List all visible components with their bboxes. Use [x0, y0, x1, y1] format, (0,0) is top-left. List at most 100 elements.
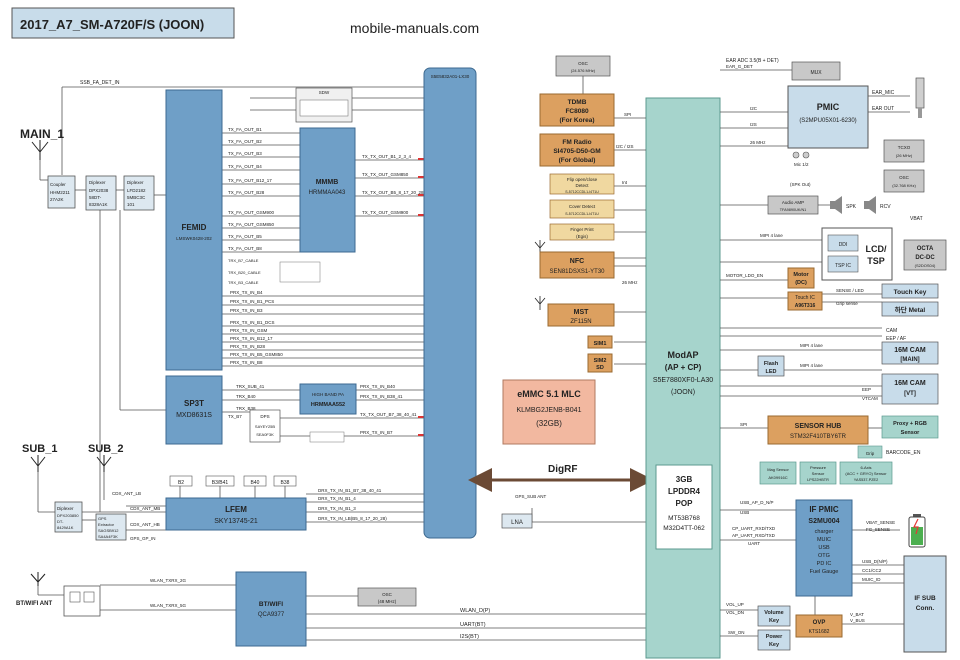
highband-signal: PRX_TX_IN_B40 [360, 384, 396, 389]
spk-out-label: (SPK Out) [790, 182, 811, 187]
if-sub-conn-block [903, 555, 947, 653]
sub-filter-label: B2 [178, 480, 184, 486]
dps-l3: SEA0F3K [256, 432, 274, 437]
btwifi-switch-block [63, 585, 101, 617]
mic12-label: Mic 1/2 [794, 162, 809, 167]
audio-amp-l2: TFA9890UK/N1 [780, 208, 807, 212]
cam-main-l1: 16M CAM [894, 347, 926, 354]
vol-dn-label: VOL_DN [726, 610, 744, 615]
cdx-ant-mb: CDX_ANT_MB [130, 506, 160, 511]
mmmb-part: HRMMAA043 [309, 190, 346, 196]
prx-signal: PRX_TX_IN_B5_GSM850 [230, 352, 283, 357]
motor-l2: (DC) [795, 280, 807, 286]
proxy-sensor-block [881, 415, 939, 439]
femid-tx-signals: TX_FA_OUT_B1 TX_FA_OUT_B2 TX_FA_OUT_B3 T… [228, 127, 275, 251]
sixaxis-sensor-block [839, 461, 893, 485]
power-key-l2: Key [769, 642, 780, 648]
vtcam-label: VTCAM [862, 396, 878, 401]
btwifi-part: QCA9377 [258, 612, 285, 618]
grip-sense-label: Grip sense [836, 301, 858, 306]
dps-signal: TX_TX_OUT_B7_38_40_41 [360, 412, 417, 417]
femid-signal: TX_FA_OUT_B8 [228, 246, 262, 251]
barcode-en-label: BARCODE_EN [886, 450, 921, 456]
ovp-part: KTS1682 [809, 629, 830, 635]
modap-code: (JOON) [671, 389, 695, 396]
cam-main-block [881, 341, 939, 365]
if-pmic-f5: PD IC [817, 561, 832, 567]
cp-uart-label: CP_UART_RXD/TXD [732, 526, 776, 531]
osc-top-block [555, 55, 611, 77]
mipi-lcd-label: MIPI 4 lane [760, 233, 783, 238]
wlan-dp-label: WLAN_D(P) [460, 608, 490, 614]
flash-led-block [757, 355, 785, 377]
femid-signal: TX_FA_OUT_GSM900 [228, 210, 275, 215]
diplexer2-l4: 101 [127, 202, 135, 207]
mag-l1: Mag Sensor [767, 467, 789, 472]
btwifi-name: BT/WIFI [259, 601, 283, 608]
cam-main-l2: [MAIN] [900, 357, 919, 363]
mmmb-signal: TX_TX_OUT_B5_8_17_20_28 [362, 190, 424, 195]
emmc-l1: eMMC 5.1 MLC [517, 389, 581, 399]
antenna-btwifi-label: BT/WIFI ANT [16, 601, 52, 607]
pressure-sensor-block [799, 461, 837, 485]
pressure-l2: Sensor [812, 471, 825, 476]
mmmb-tx-signals: TX_TX_OUT_B1_2_3_4 TX_TX_OUT_GSM850 TX_T… [362, 154, 424, 215]
mmmb-signal: TX_TX_OUT_GSM850 [362, 172, 409, 177]
tdmb-block [539, 93, 615, 127]
power-key-block [757, 629, 791, 651]
antenna-sub1-label: SUB_1 [22, 443, 57, 455]
ovp-name: OVP [813, 620, 826, 626]
sense-led-label: SENSE / LED [836, 288, 865, 293]
fmradio-block [539, 133, 615, 167]
femid-signal: TX_FA_OUT_B3 [228, 151, 262, 156]
battery-icon [908, 514, 926, 548]
flip-int-label: Int [622, 180, 628, 185]
femid-name: FEMID [182, 223, 207, 232]
mmmb-signal: TX_TX_OUT_GSM900 [362, 210, 409, 215]
rf-markers [418, 158, 424, 436]
lfem-block [165, 497, 307, 531]
cam-vt-l1: 16M CAM [894, 380, 926, 387]
diplexer2-l1: Diplexer [127, 180, 144, 185]
power-key-l1: Power [766, 634, 783, 640]
if-pmic-block [795, 499, 853, 597]
lpddr-p2: M32D4TT-062 [663, 525, 705, 532]
osc-wifi-l2: (48 MHz) [378, 599, 397, 604]
emmc-l2: KLMBG2JENB-B041 [517, 407, 582, 414]
femid-misc-signal: TRX_B20_CABLE [228, 270, 261, 275]
ddi-label: DDI [839, 242, 848, 248]
eep-af-label: EEP / AF [886, 336, 906, 342]
fg-sense-label: FG_SENSE [866, 527, 890, 532]
sim2-l2: SD [596, 365, 604, 371]
antenna-sub2-icon [96, 455, 112, 472]
prx-signals: PRX_TX_IN_B4 PRX_TX_IN_B1_PCS PRX_TX_IN_… [230, 290, 283, 365]
flash-l2: LED [766, 369, 777, 375]
uart-bt-label: UART(BT) [460, 622, 486, 628]
ear-out-label: EAR OUT [872, 106, 894, 112]
sensor-hub-part: STM32F410TBY6TR [790, 434, 847, 440]
antenna-main-icon [31, 140, 49, 160]
fmradio-note: (For Global) [559, 157, 596, 164]
metal-label: 하단 Metal [895, 305, 926, 314]
gps-extractor-block [95, 513, 127, 541]
fmradio-part: SI4705-D50-GM [553, 148, 600, 155]
touch-ic-l2: A96T316 [795, 303, 816, 309]
lpddr-l2: LPDDR4 [668, 487, 701, 496]
femid-misc-signal: TRX_B3_CABLE [228, 280, 259, 285]
emmc-block [502, 379, 596, 445]
diplexer-sub-block [54, 501, 83, 533]
flip-l1: Flip open/close [567, 177, 598, 182]
sensor-hub-name: SENSOR HUB [795, 423, 842, 430]
audio-amp-block [767, 195, 819, 215]
diplexer-sub-l3: DT- [57, 519, 64, 524]
muic-id-label: MUIC_ID [862, 577, 881, 582]
volume-key-block [757, 605, 791, 627]
mhz26-a-label: 26 MHz [750, 140, 766, 145]
octa-l3: (S2DOS04) [915, 263, 936, 268]
mux-label: MUX [810, 70, 822, 76]
coupler-l2: HHM2211 [50, 190, 70, 195]
touch-key-block [881, 283, 939, 299]
lna-label: LNA [511, 520, 523, 526]
sp3t-name: SP3T [184, 399, 204, 408]
